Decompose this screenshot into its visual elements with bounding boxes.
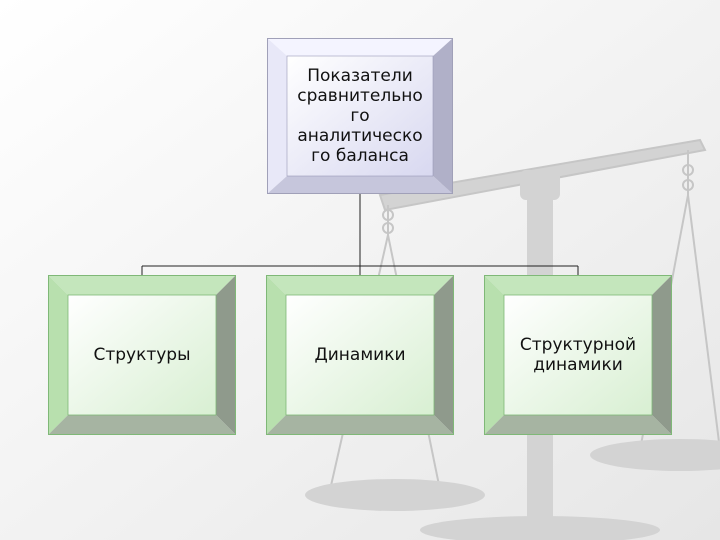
root-node-label: Показатели сравнительно го аналитическо … [287,56,433,176]
root-node: Показатели сравнительно го аналитическо … [267,38,453,194]
child-node-label: Динамики [314,345,406,365]
child-node-frame [48,275,236,435]
root-line-5: го баланса [311,146,409,166]
child-line-1: Структурной [519,335,637,355]
child-node-label: Структурной динамики [504,295,652,415]
child-line-2: динамики [533,355,623,375]
child-node-structure: Структуры [48,275,236,435]
root-line-1: Показатели [307,66,413,86]
child-node-frame [266,275,454,435]
child-node-structural-dynamics: Структурной динамики [484,275,672,435]
child-node-frame [484,275,672,435]
child-node-dynamics: Динамики [266,275,454,435]
root-line-4: аналитическо [297,126,423,146]
root-node-frame [267,38,453,194]
root-line-3: го [350,106,370,126]
child-node-label: Структуры [93,345,191,365]
root-line-2: сравнительно [297,86,423,106]
